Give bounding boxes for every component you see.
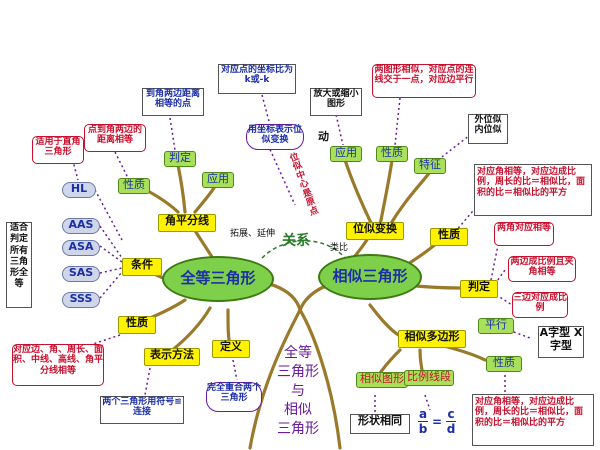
conditions-side-note: 适合判定所有三角形全等 [6, 222, 32, 308]
dot-ratio-note [261, 94, 271, 126]
ab-application-box: 应用 [202, 172, 234, 188]
coord-note: 用坐标表示位似变换 [246, 124, 304, 150]
aas-pill: AAS [62, 218, 100, 234]
center-title: 全等 三角形 与 相似 三角形 [268, 344, 328, 438]
shape-same-box: 形状相同 [350, 414, 410, 434]
dot-prop-sim-note [394, 97, 401, 146]
ab-judge-box: 判定 [164, 151, 196, 167]
relation-arc [261, 240, 346, 259]
sas-pill: SAS [62, 266, 100, 282]
relation-left-label: 拓展、延伸 [230, 229, 276, 239]
similar-property-box: 性质 [430, 228, 468, 246]
dot-notation [144, 367, 151, 396]
dot-judge-note [169, 117, 176, 151]
center-title-line1: 全等 [284, 345, 312, 361]
ab-app [193, 184, 217, 214]
enlarge-note: 放大或缩小图形 [310, 88, 362, 116]
move-label: 动 [318, 130, 329, 143]
homothety-app [343, 158, 374, 227]
judge-note-3: 三边对应成比例 [512, 292, 568, 318]
notation-note: 两个三角形用符号≌连接 [100, 396, 184, 424]
notation-box: 表示方法 [144, 348, 200, 366]
polygon-property-box: 性质 [486, 356, 522, 372]
fraction-eq: = [432, 414, 443, 429]
similar-judge-box: 判定 [460, 280, 498, 298]
angle-bisector-box: 角平分线 [158, 214, 216, 232]
asa-pill: ASA [62, 240, 100, 256]
feature-note: 外位似 内位似 [468, 114, 508, 144]
judge-note-1: 两角对应相等 [494, 222, 554, 246]
branch-notation [168, 306, 212, 354]
ratio-note: 对应点的坐标比为k或-k [218, 64, 296, 94]
fraction-bar-ab [418, 421, 428, 422]
definition-box: 定义 [212, 340, 250, 358]
definition-note: 完全重合两个三角形 [206, 382, 262, 412]
homothety-feature-box: 特征 [414, 158, 446, 174]
homothety-feat [388, 170, 432, 227]
polygon-property-note: 对应角相等，对应边成比例，周长的比＝相似比，面积的比＝相似比的平方 [472, 394, 594, 446]
homothety-property-box: 性质 [376, 146, 408, 162]
ab-judge [176, 163, 187, 214]
center-title-line2: 三角形 [277, 363, 319, 380]
homothety-property-note: 两图形相似，对应点的连线交于一点，对应边平行 [372, 64, 476, 98]
fraction-b: b [418, 422, 428, 436]
homothety-application-box: 应用 [330, 146, 362, 162]
center-title-line4: 相似 [284, 401, 312, 418]
similar-figure-box: 相似图形 [356, 372, 408, 388]
dot-coord [267, 144, 296, 206]
dot-definition [232, 359, 238, 381]
fraction-c: c [447, 407, 455, 421]
dot-hl [94, 189, 123, 241]
homothety-prop [378, 158, 394, 227]
congruent-property-box: 性质 [118, 316, 156, 334]
dot-aas [99, 225, 123, 259]
dot-judge-2 [491, 269, 506, 289]
ab-property-box: 性质 [118, 178, 150, 194]
dot-sas [99, 267, 123, 274]
fraction-d: d [446, 422, 456, 436]
ratio-formula: a b = c d [418, 407, 457, 436]
polygon-box: 相似多边形 [398, 330, 466, 348]
branch-polygon [368, 303, 402, 338]
ratio-segment-box: 比例线段 [404, 370, 454, 386]
similar-cloud: 相似三角形 [318, 254, 422, 300]
congruent-property-note: 对应边、角、周长、面积、中线、高线、角平分线相等 [12, 344, 104, 386]
trunk-left [248, 308, 302, 450]
dot-prop-note [114, 151, 131, 183]
hl-pill: HL [62, 182, 96, 198]
dot-sim-prop-note [454, 204, 479, 233]
center-title-line5: 三角形 [277, 420, 319, 437]
relation-right-label: 类比 [330, 243, 349, 253]
fraction-a: a [418, 407, 428, 421]
similar-property-note: 对应角相等，对应边成比例，周长的比＝相似比，面积的比＝相似比的平方 [474, 164, 592, 216]
homothety-box: 位似变换 [346, 222, 404, 240]
parallel-box: 平行 [478, 318, 514, 334]
equal-dist-points-note: 到角两边距离相等的点 [142, 88, 204, 116]
dot-judge-3 [491, 291, 513, 306]
fraction-ab: a b [418, 408, 428, 435]
center-title-line3: 与 [291, 382, 305, 399]
relation-label: 关系 [282, 233, 310, 249]
dist-equal-note: 点到角两边的距离相等 [84, 124, 146, 152]
hl-note: 适用于直角三角形 [32, 136, 84, 164]
conditions-box: 条件 [122, 258, 162, 276]
fraction-cd: c d [446, 407, 457, 436]
congruent-cloud: 全等三角形 [162, 256, 274, 302]
dot-asa [99, 245, 123, 263]
fraction-bar-cd [446, 421, 457, 422]
trunk-right [298, 308, 342, 450]
dot-sss [99, 271, 123, 299]
dot-prop-left [89, 334, 121, 346]
az-note: A字型 X字型 [538, 326, 584, 358]
judge-note-2: 两边成比例且夹角相等 [508, 256, 576, 282]
sss-pill: SSS [62, 292, 100, 308]
dot-feat-note [437, 134, 471, 161]
dot-judge-1 [489, 244, 499, 286]
